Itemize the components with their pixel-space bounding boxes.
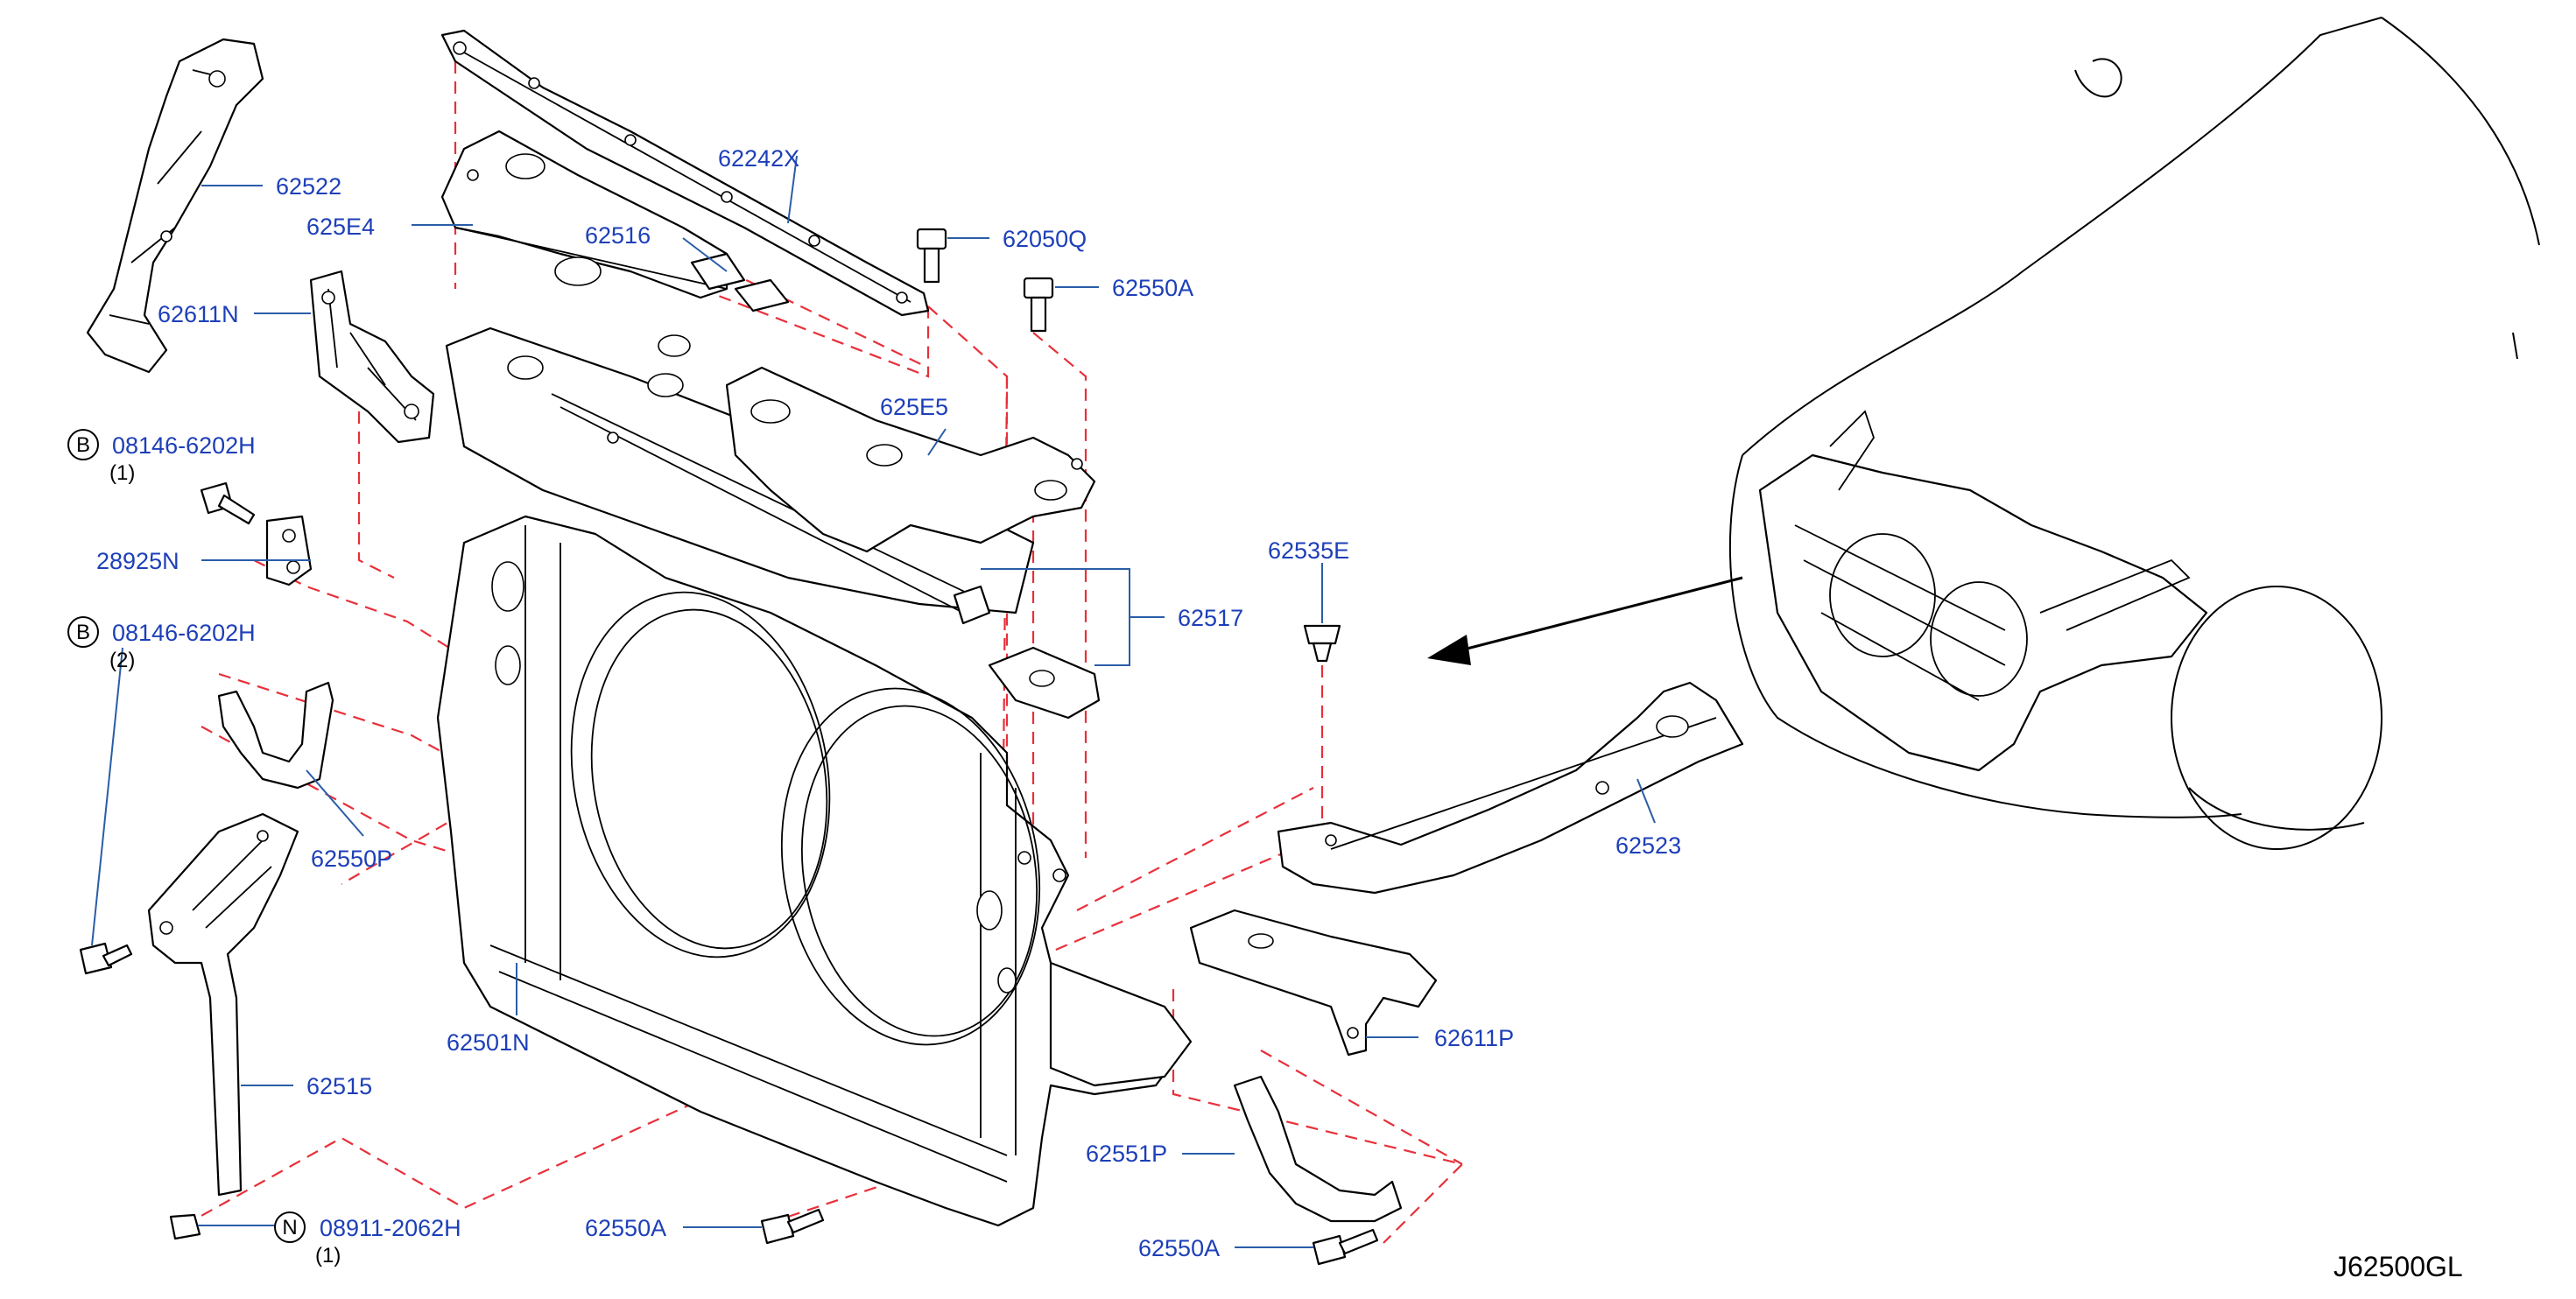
label-62551P: 62551P bbox=[1086, 1141, 1167, 1167]
part-62501N bbox=[436, 515, 1193, 1227]
clip-62535E bbox=[1303, 624, 1341, 663]
part-62523 bbox=[1277, 681, 1744, 895]
label-62611P: 62611P bbox=[1434, 1025, 1514, 1051]
svg-text:N: N bbox=[282, 1216, 297, 1239]
vehicle-location-inset bbox=[1728, 17, 2540, 850]
part-62550P bbox=[217, 681, 334, 790]
part-625E4 bbox=[440, 130, 728, 357]
label-62550A-mid: 62550A bbox=[585, 1215, 666, 1241]
qty-08911-2062H: (1) bbox=[315, 1244, 341, 1267]
symbol-b-1: B bbox=[67, 429, 99, 460]
part-62611N bbox=[309, 270, 435, 444]
part-28925N bbox=[265, 515, 313, 586]
svg-text:B: B bbox=[76, 621, 90, 644]
label-28925N: 28925N bbox=[96, 548, 179, 574]
label-62535E: 62535E bbox=[1268, 537, 1349, 564]
label-62515: 62515 bbox=[306, 1073, 372, 1099]
bolt-62050Q bbox=[916, 228, 947, 284]
part-62611P bbox=[1189, 909, 1438, 1057]
part-62242X bbox=[440, 29, 930, 317]
qty-08146-6202H-1: (1) bbox=[109, 461, 135, 485]
label-62550P: 62550P bbox=[311, 846, 392, 872]
part-upper-member bbox=[445, 327, 1035, 614]
label-62516: 62516 bbox=[585, 222, 651, 249]
part-625E5 bbox=[725, 366, 1096, 553]
label-62611N: 62611N bbox=[158, 301, 239, 327]
leader-lines bbox=[91, 155, 1656, 1248]
symbol-n: N bbox=[274, 1211, 306, 1243]
label-62517: 62517 bbox=[1178, 605, 1243, 631]
label-62050Q: 62050Q bbox=[1003, 226, 1087, 252]
symbol-b-2: B bbox=[67, 616, 99, 648]
label-08911-2062H: 08911-2062H bbox=[320, 1215, 461, 1241]
label-62501N: 62501N bbox=[447, 1029, 530, 1056]
bolt-62550A-mid bbox=[760, 1208, 825, 1245]
label-625E4: 625E4 bbox=[306, 214, 375, 240]
part-62516 bbox=[690, 252, 790, 312]
location-arrow bbox=[1427, 576, 1743, 665]
label-62242X: 62242X bbox=[718, 145, 799, 172]
qty-08146-6202H-2: (2) bbox=[109, 649, 135, 672]
label-62522: 62522 bbox=[276, 173, 341, 200]
bolt-62550A-top bbox=[1023, 277, 1054, 333]
svg-text:B: B bbox=[76, 433, 90, 457]
bolt-62550A-bottom bbox=[1312, 1228, 1379, 1266]
nut-08911 bbox=[169, 1213, 201, 1240]
part-62522 bbox=[86, 38, 264, 374]
bolt-08146-2 bbox=[79, 942, 133, 975]
diagram-code: J62500GL bbox=[2333, 1251, 2463, 1282]
label-625E5: 625E5 bbox=[880, 394, 948, 420]
part-62515 bbox=[147, 812, 299, 1197]
label-08146-6202H-2: 08146-6202H bbox=[112, 620, 256, 646]
label-62550A-bottom: 62550A bbox=[1138, 1235, 1220, 1261]
label-08146-6202H-1: 08146-6202H bbox=[112, 432, 256, 459]
label-62523: 62523 bbox=[1615, 832, 1681, 859]
part-62517 bbox=[953, 585, 1101, 720]
label-62550A-top: 62550A bbox=[1112, 275, 1193, 301]
part-62551P bbox=[1233, 1075, 1403, 1223]
bolt-08146-1 bbox=[200, 481, 256, 525]
